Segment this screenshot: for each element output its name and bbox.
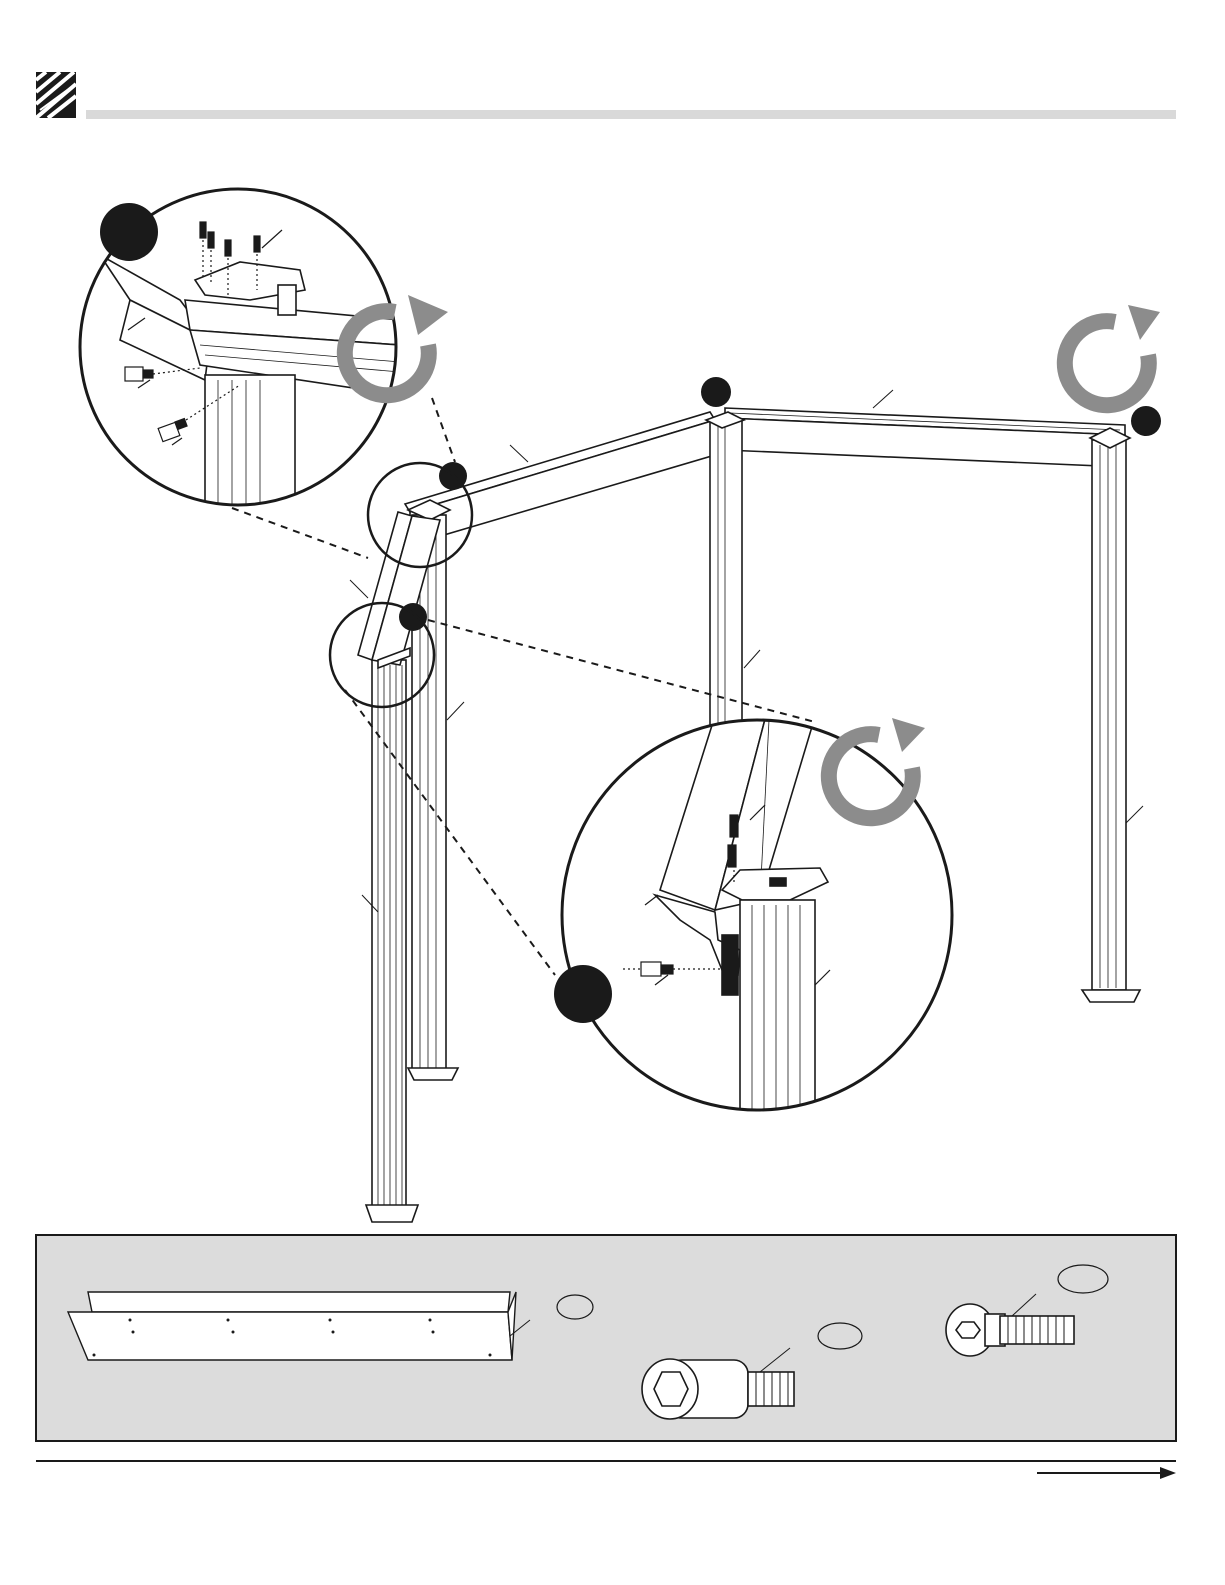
step-marker-a [701, 377, 731, 407]
next-page-arrow-icon[interactable] [1037, 1467, 1176, 1479]
rotate-arrowhead-3 [892, 718, 925, 752]
rotate-arrowhead-2 [1128, 305, 1160, 340]
step-marker-b [1131, 406, 1161, 436]
step-marker-detail-2 [554, 965, 612, 1023]
detail-view-bottom [554, 700, 952, 1120]
rotate-arrowhead-1 [408, 295, 448, 335]
step-marker-detail-1 [100, 203, 158, 261]
header-bar [86, 110, 1176, 119]
parts-panel [36, 1235, 1176, 1441]
rotate-clockwise-icon [1065, 321, 1149, 405]
brand-logo-icon [36, 72, 76, 118]
part-side-beam [68, 1292, 530, 1360]
